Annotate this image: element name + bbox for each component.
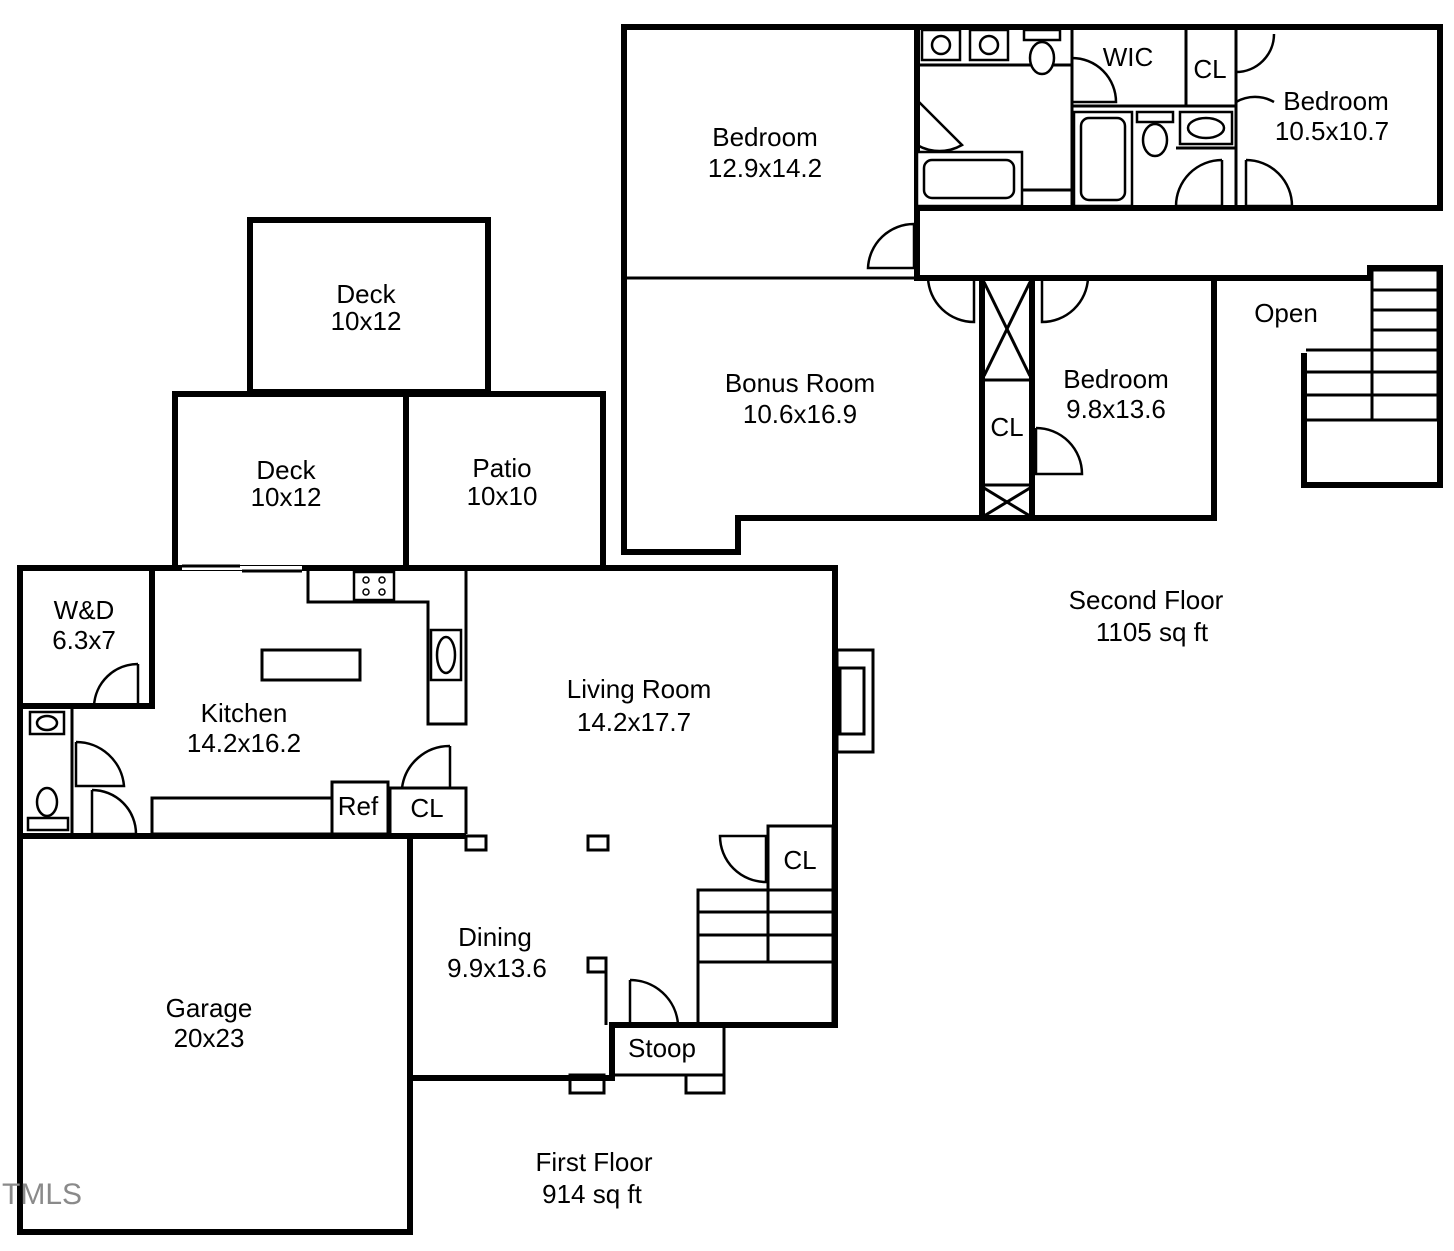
room-name: Bedroom — [712, 122, 818, 152]
stoop-step — [684, 1073, 726, 1095]
bathtub-basin-icon — [922, 158, 1016, 200]
column-post — [586, 956, 608, 974]
fireplace-hearth — [838, 666, 866, 736]
chase-x-icon — [983, 486, 1031, 518]
toilet-icon — [26, 816, 70, 832]
floor-area: 1105 sq ft — [1096, 617, 1209, 647]
watermark-logo: TMLS — [2, 1178, 82, 1211]
room-name: CL — [990, 412, 1023, 442]
toilet-icon — [1022, 28, 1062, 42]
door-swing-icon — [400, 744, 452, 790]
sink-basin-icon — [978, 34, 1000, 56]
bathtub-basin-icon — [1079, 116, 1127, 202]
door-swing-icon — [718, 834, 768, 884]
door-swing-icon — [628, 978, 680, 1026]
burner-icon — [362, 576, 370, 584]
room-name: Dining — [458, 922, 532, 952]
sink-basin-icon — [435, 635, 457, 675]
room-size: 10x12 — [251, 482, 322, 512]
door-swing-icon — [92, 662, 140, 708]
first-floor-plan: Deck 10x12 Deck 10x12 Patio 10x10 W&D 6.… — [17, 217, 875, 1235]
room-name: Bonus Room — [725, 368, 875, 398]
burner-icon — [362, 588, 370, 596]
door-swing-icon — [1234, 33, 1276, 74]
toilet-icon — [1135, 110, 1175, 124]
kitchen-island — [260, 648, 362, 682]
closet-label: CL — [783, 845, 816, 875]
room-size: 14.2x17.7 — [577, 707, 691, 737]
deck-lower-wall — [172, 391, 606, 568]
second-floor-plan: Bedroom 12.9x14.2 Bedroom 10.5x10.7 WIC … — [621, 24, 1443, 647]
cooktop-icon — [352, 570, 396, 602]
door-swing-icon — [915, 96, 965, 153]
room-size: 9.8x13.6 — [1066, 394, 1166, 424]
fireplace — [835, 648, 875, 754]
room-name: Kitchen — [201, 698, 288, 728]
toilet-bowl-icon — [1141, 122, 1169, 158]
door-swing-icon — [926, 277, 976, 324]
room-size: 12.9x14.2 — [708, 153, 822, 183]
stoop-label: Stoop — [628, 1033, 696, 1063]
closet-label: CL — [410, 793, 443, 823]
room-size: 14.2x16.2 — [187, 728, 301, 758]
door-swing-icon — [90, 788, 138, 836]
door-swing-icon — [74, 740, 126, 788]
chase-x-icon — [982, 281, 1032, 377]
toilet-bowl-icon — [1028, 40, 1056, 76]
wd-wall — [20, 570, 155, 709]
toilet-bowl-icon — [35, 786, 59, 818]
stoop-step — [568, 1073, 606, 1095]
stairs-lower — [696, 888, 835, 1027]
room-size: 10x10 — [467, 481, 538, 511]
sink-basin-icon — [1186, 116, 1226, 140]
room-name: CL — [1193, 54, 1226, 84]
floor-title: First Floor — [536, 1147, 653, 1177]
room-name: W&D — [54, 595, 115, 625]
door-swing-icon — [1070, 56, 1118, 104]
room-size: 20x23 — [174, 1023, 245, 1053]
room-name: WIC — [1103, 42, 1154, 72]
room-name: Deck — [336, 279, 396, 309]
room-size: 10.5x10.7 — [1275, 116, 1389, 146]
floor-title: Second Floor — [1069, 585, 1224, 615]
door-swing-icon — [1174, 158, 1224, 208]
column-post — [464, 834, 488, 852]
room-name: Deck — [256, 455, 316, 485]
first-floor-outer-wall — [17, 565, 838, 1081]
floor-area: 914 sq ft — [542, 1179, 643, 1209]
ref-label: Ref — [338, 791, 379, 821]
burner-icon — [378, 588, 386, 596]
closet-column — [979, 275, 1035, 521]
room-size: 10.6x16.9 — [743, 399, 857, 429]
door-swing-icon — [1234, 64, 1275, 105]
room-name: Living Room — [567, 674, 712, 704]
door-swing-icon — [866, 222, 916, 270]
sink-basin-icon — [35, 714, 59, 732]
room-name: Bedroom — [1063, 364, 1169, 394]
room-name: Bedroom — [1283, 86, 1389, 116]
column-post — [586, 834, 610, 852]
door-swing-icon — [1034, 426, 1084, 476]
burner-icon — [378, 576, 386, 584]
kitchen-counter — [306, 568, 468, 726]
room-name: Garage — [166, 993, 253, 1023]
sink-basin-icon — [930, 34, 952, 56]
door-swing-icon — [1244, 158, 1294, 208]
room-name: Open — [1254, 298, 1318, 328]
room-size: 10x12 — [331, 306, 402, 336]
room-name: Patio — [472, 453, 531, 483]
stairs-upper — [1370, 268, 1440, 422]
kitchen-lower-counter — [150, 796, 334, 836]
room-size: 9.9x13.6 — [447, 953, 547, 983]
room-size: 6.3x7 — [52, 625, 116, 655]
stair-closet — [766, 824, 835, 892]
open-area-wall — [1214, 265, 1443, 488]
door-swing-icon — [1040, 277, 1090, 324]
